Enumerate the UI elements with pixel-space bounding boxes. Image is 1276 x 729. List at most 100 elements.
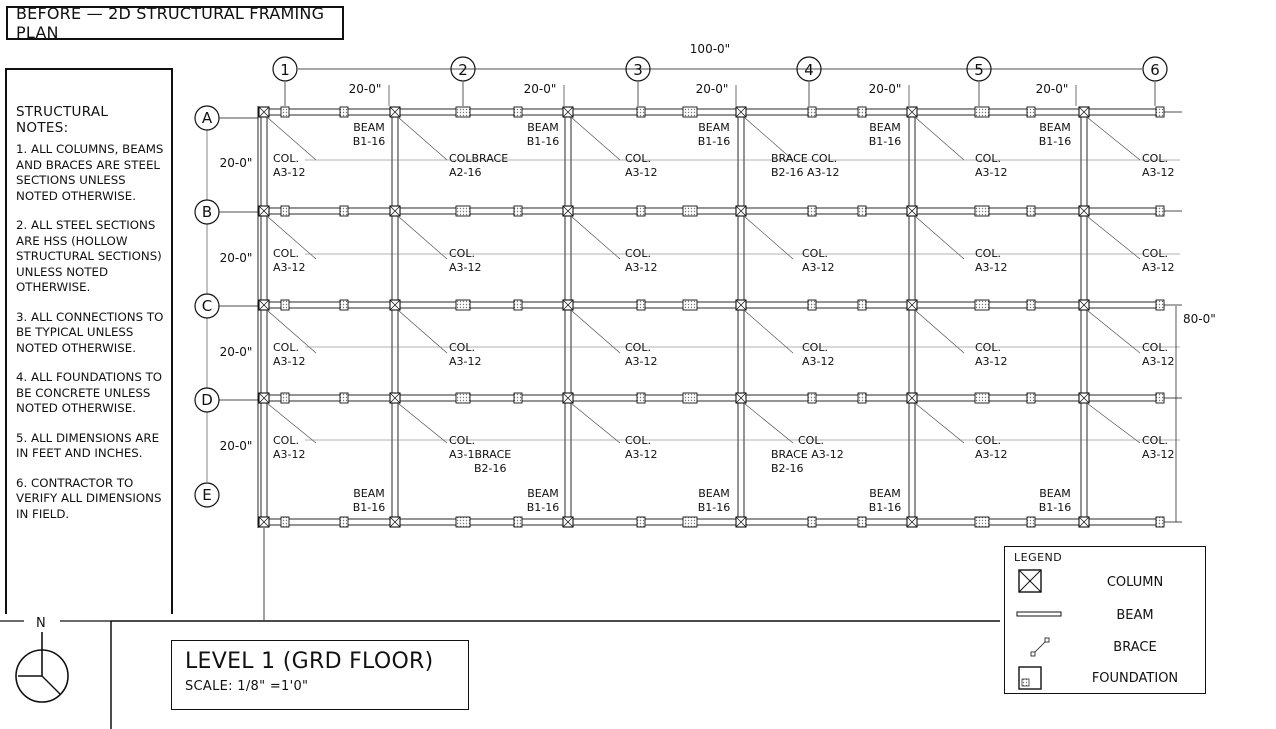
brace-line (267, 216, 317, 260)
column-stub (1155, 299, 1165, 311)
grid-bubble-label-3: 3 (633, 61, 643, 79)
column-stub (636, 106, 646, 118)
a3-brace-label: A3-1BRACE (449, 448, 511, 461)
column-stub (974, 392, 990, 404)
column-node-x (389, 392, 401, 404)
column-node-x (906, 516, 918, 528)
brace-line (398, 117, 448, 161)
legend-row-brace: BRACE (1005, 632, 1205, 662)
column-stub (807, 516, 817, 528)
column-node-x (906, 106, 918, 118)
legend-label-brace: BRACE (1113, 640, 1157, 655)
column-node-x (1078, 516, 1090, 528)
level-scale: SCALE: 1/8" =1'0" (185, 679, 309, 694)
column-node-x (562, 106, 574, 118)
column-label-size: A3-12 (625, 355, 658, 368)
legend-row-beam: BEAM (1005, 600, 1205, 630)
bay-width-label: 20-0" (349, 82, 382, 96)
column-label-size: A3-12 (1142, 261, 1175, 274)
column-stub (682, 516, 698, 528)
column-stub (280, 106, 290, 118)
column-label: COL. (625, 152, 651, 165)
beam-label: BEAM (353, 487, 385, 500)
column-stub (807, 392, 817, 404)
column-node-x (389, 299, 401, 311)
frame-line-3 (564, 108, 572, 526)
column-node-x (389, 516, 401, 528)
column-label-size: A3-12 (802, 355, 835, 368)
level-title-block: LEVEL 1 (GRD FLOOR) SCALE: 1/8" =1'0" (171, 640, 469, 710)
column-stub (974, 516, 990, 528)
column-label-size: A3-12 (625, 166, 658, 179)
brace-line (571, 310, 621, 354)
grid-bubble-C (194, 293, 220, 319)
bay-height-label: 20-0" (220, 345, 253, 359)
brace-col-label: BRACE COL. (771, 152, 837, 165)
overall-width-label: 100-0" (690, 42, 730, 56)
column-label-size: A3-12 (975, 448, 1008, 461)
column-node-x (735, 516, 747, 528)
column-node-x (735, 299, 747, 311)
column-label-size: A3-12 (273, 355, 306, 368)
drawing-title: BEFORE — 2D STRUCTURAL FRAMING PLAN (6, 4, 344, 42)
legend-label-foundation: FOUNDATION (1091, 671, 1179, 686)
brace-line (398, 403, 448, 444)
column-stub (1026, 205, 1036, 217)
column-stub (682, 205, 698, 217)
beam-label: BEAM (527, 121, 559, 134)
frame-line-5 (908, 108, 916, 526)
grid-bubble-B (194, 199, 220, 225)
column-label: COL. (975, 152, 1001, 165)
column-label: COL. (975, 341, 1001, 354)
grid-bubble-label-B: B (202, 203, 212, 221)
column-stub (280, 392, 290, 404)
column-stub (513, 392, 523, 404)
column-stub (682, 392, 698, 404)
structural-notes-panel: STRUCTURAL NOTES: 1. ALL COLUMNS, BEAMS … (5, 68, 173, 614)
brace-line (915, 403, 965, 444)
column-stub (974, 299, 990, 311)
column-label-size: A3-12 (1142, 166, 1175, 179)
column-stub (339, 392, 349, 404)
column-stub (1155, 392, 1165, 404)
brace-line (1087, 403, 1141, 444)
brace-line (267, 403, 317, 444)
grid-bubble-label-C: C (202, 297, 212, 315)
column-node-x (735, 392, 747, 404)
foundation-icon (1018, 666, 1042, 690)
column-stub (280, 205, 290, 217)
column-node-x (258, 205, 270, 217)
column-stub (455, 392, 471, 404)
brace-line (744, 117, 794, 161)
column-label: COL. (802, 247, 828, 260)
grid-bubble-E (194, 482, 220, 508)
column-node-x (562, 299, 574, 311)
column-stub (1155, 516, 1165, 528)
column-label-size: A3-12 (975, 355, 1008, 368)
frame-line-6 (1080, 108, 1088, 526)
column-stub (807, 205, 817, 217)
brace-line (915, 216, 965, 260)
column-stub (1026, 299, 1036, 311)
column-stub (513, 205, 523, 217)
note-5: 5. ALL DIMENSIONS ARE IN FEET AND INCHES… (16, 430, 160, 461)
grid-bubble-label-1: 1 (280, 61, 290, 79)
column-stub (513, 106, 523, 118)
column-stub (513, 516, 523, 528)
column-label: COL. (1142, 152, 1168, 165)
brace-line (744, 403, 794, 444)
column-stub (455, 106, 471, 118)
column-stub (1155, 106, 1165, 118)
column-stub (280, 299, 290, 311)
bay-width-label: 20-0" (869, 82, 902, 96)
column-stub (455, 205, 471, 217)
column-icon (1018, 569, 1042, 593)
brace-line (267, 117, 317, 161)
beam-label-size: B1-16 (353, 501, 386, 514)
column-label-size: A3-12 (449, 355, 482, 368)
column-node-x (389, 205, 401, 217)
legend-box: LEGEND COLUMN BEAM BRACE FOUNDATION (1004, 546, 1206, 694)
beam-icon (1016, 611, 1062, 617)
grid-bubble-1 (272, 56, 298, 82)
